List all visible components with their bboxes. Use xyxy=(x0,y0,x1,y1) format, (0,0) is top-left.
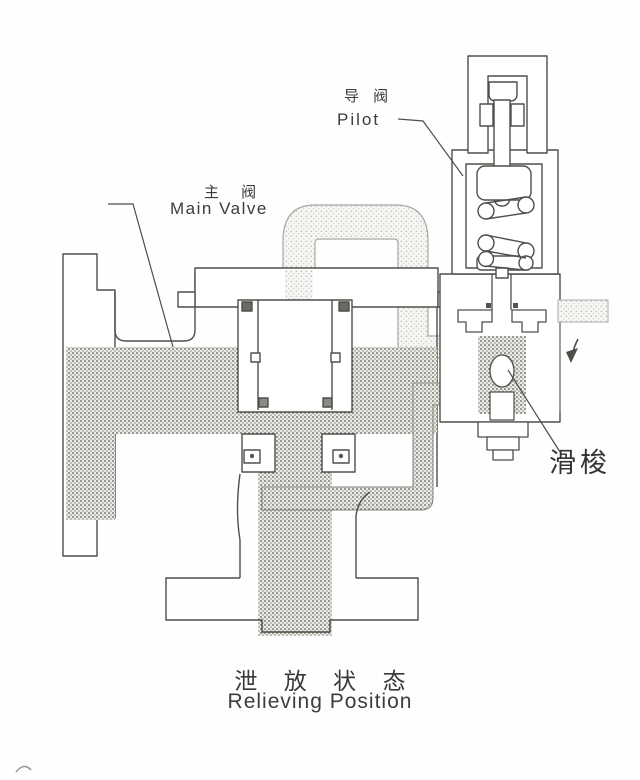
shuttle-internals xyxy=(457,274,547,461)
shuttle-spool xyxy=(489,354,515,388)
caption-zh: 泄 放 状 态 xyxy=(234,668,416,694)
corner-pen-mark xyxy=(15,765,32,773)
outlet-flange xyxy=(165,473,419,633)
main-valve-leader xyxy=(108,203,174,348)
main-valve-label-en: Main Valve xyxy=(170,199,268,218)
leader-lines xyxy=(108,118,561,453)
caption-en: Relieving Position xyxy=(227,690,413,713)
vent-pipe xyxy=(557,299,609,412)
seat-rings xyxy=(241,433,356,473)
flow-arrowhead-icon xyxy=(566,348,578,363)
pilot-label-zh: 导 阀 xyxy=(344,88,394,105)
pilot-label-en: Pilot xyxy=(337,110,381,129)
main-valve-label-zh: 主 阀 xyxy=(204,184,266,201)
pilot-cap xyxy=(467,55,548,154)
pilot-leader xyxy=(397,118,464,177)
shuttle-leader xyxy=(507,369,561,453)
main-valve-piston xyxy=(237,299,353,413)
pilot-valve xyxy=(451,55,559,279)
shuttle-label-zh: 滑梭 xyxy=(549,448,611,478)
pilot-spring xyxy=(477,196,535,271)
discharge-pipe xyxy=(261,382,481,511)
